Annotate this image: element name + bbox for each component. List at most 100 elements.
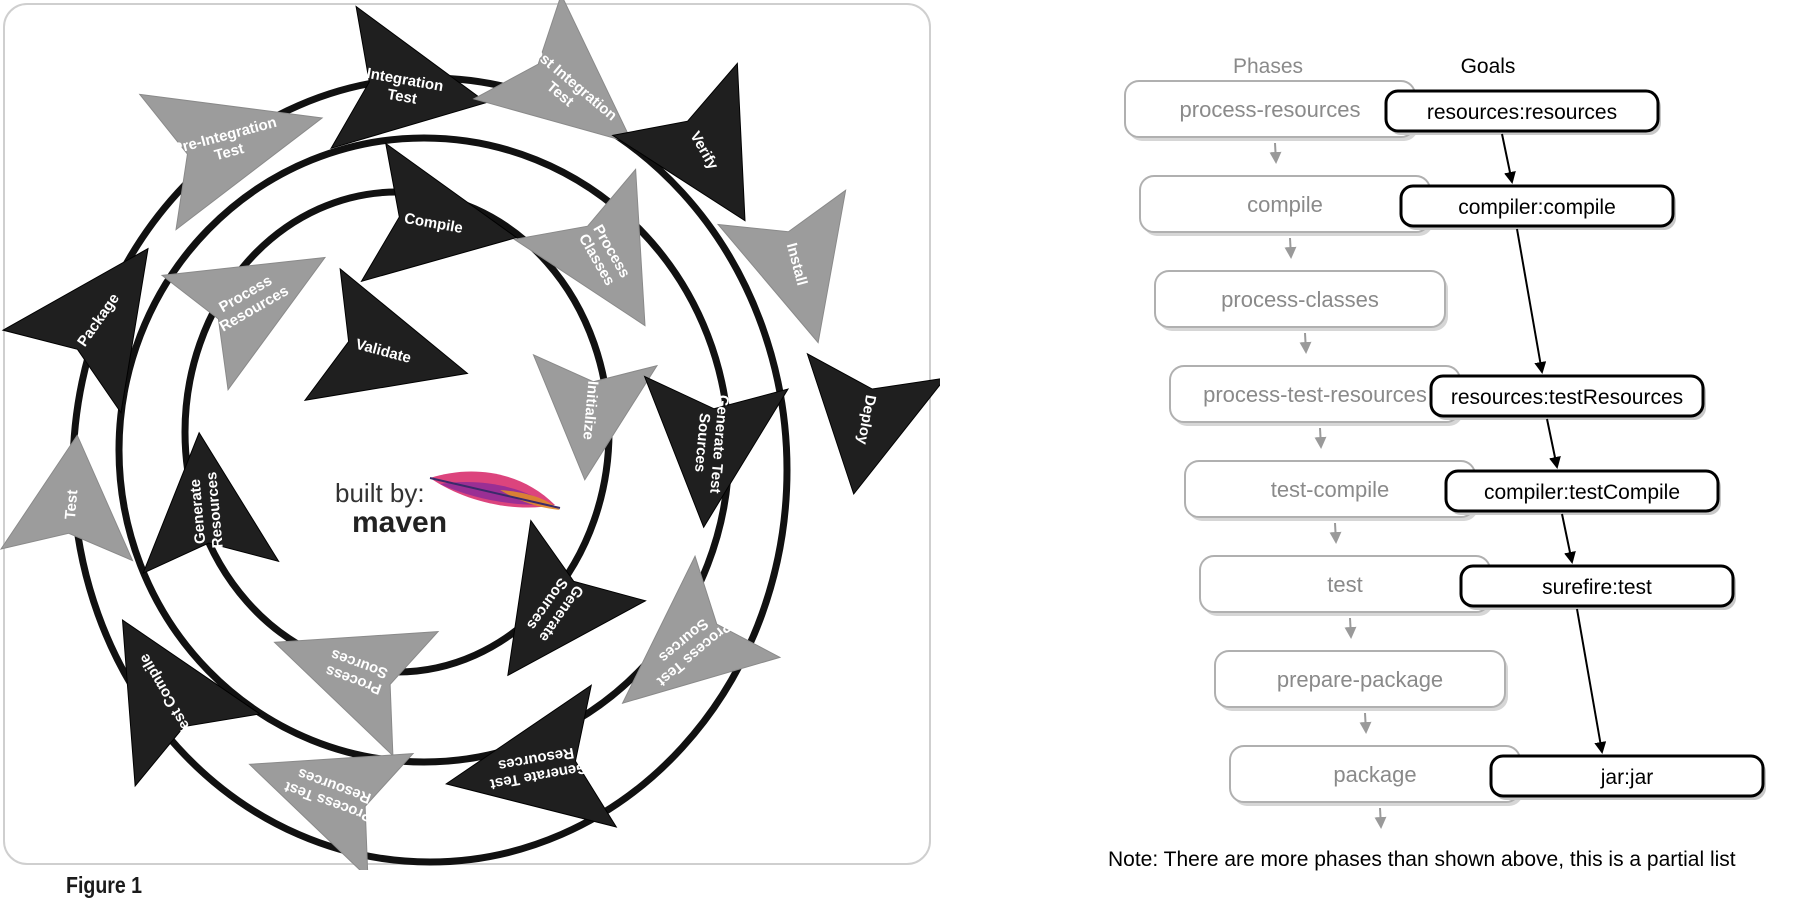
compile-arrow: Compile [360,142,518,283]
figure-caption: Figure 1 [66,872,143,898]
phase-flow-arrow [1299,332,1312,354]
compile-arrow-shape [360,142,518,283]
phase-flow-arrow [1284,237,1297,259]
package-arrow-shape [1,247,149,415]
install-arrow-shape [716,189,847,344]
verify-arrow-shape [611,62,746,222]
goal-box [1384,89,1660,133]
phase-box-shadow [1143,180,1433,236]
integration-test-arrow-shape [330,5,488,150]
test-arrow-shape [0,434,134,562]
goal-flow-arrow [1576,608,1607,754]
goal-label: compiler:testCompile [1484,481,1680,504]
maven-feather-logo [429,471,561,510]
phase-row: test surefire:test [1199,555,1736,639]
goal-label: resources:testResources [1451,386,1683,409]
phase-row: compile compiler:compile [1139,175,1676,259]
partial-list-note: Note: There are more phases than shown a… [1108,848,1736,871]
maven-wordmark: maven [352,506,447,539]
generate-resources-arrow-shape [142,431,280,575]
generate-resources-label: Resources [203,471,227,549]
process-test-resources-arrow-shape [248,753,415,870]
phase-row: process-resources resources:resources [1124,80,1661,164]
goal-flow-arrow [1516,228,1547,374]
phase-box-shadow [1158,275,1448,331]
package-arrow: Package [1,247,149,415]
generate-test-sources-label: Sources [691,412,713,472]
install-arrow: Install [716,189,847,344]
initialize-arrow-shape [532,353,659,481]
phase-label: test [1327,572,1362,597]
phase-row: package jar:jar [1229,745,1766,829]
process-resources-arrow-shape [160,256,327,391]
goal-box [1489,754,1765,798]
validate-arrow-shape [303,267,469,401]
goal-box-shadow [1494,760,1766,800]
phase-label: process-classes [1221,287,1379,312]
process-sources-arrow-shape [273,631,440,757]
goal-label: surefire:test [1542,576,1652,599]
goal-box-shadow [1449,475,1721,515]
phase-box-shadow [1128,85,1418,141]
goal-label: jar:jar [1600,766,1654,789]
phase-box [1229,745,1521,803]
goal-box-shadow [1434,380,1706,420]
goal-box [1429,374,1705,418]
test-label: Test [62,489,82,520]
goal-box [1459,564,1735,608]
test-arrow: Test [0,434,134,562]
pre-integration-test-arrow-shape [138,93,324,231]
phase-flow-arrow [1344,617,1357,639]
phase-box-shadow [1203,560,1493,616]
generate-test-sources-arrow-shape [643,375,790,529]
phase-flow-arrow [1329,522,1342,544]
phase-row: process-classes [1154,270,1448,354]
deploy-arrow: Deploy [806,352,940,496]
phase-label: test-compile [1271,477,1390,502]
post-integration-test-arrow-shape [472,0,634,144]
phase-flow-arrow [1314,427,1327,449]
phase-box [1214,650,1506,708]
phase-label: compile [1247,192,1323,217]
initialize-arrow: Initialize [532,353,659,481]
phase-row: test-compile compiler:testCompile [1184,460,1721,544]
phase-flow-arrow [1359,712,1372,734]
goal-label: resources:resources [1427,101,1617,124]
phases-header: Phases [1233,55,1303,78]
generate-sources-arrow-shape [507,519,647,677]
phase-label: process-resources [1180,97,1361,122]
phase-label: process-test-resources [1203,382,1427,407]
goal-flow-arrow [1546,418,1561,469]
phase-box [1139,175,1431,233]
phase-box-shadow [1233,750,1523,806]
phase-box-shadow [1188,465,1478,521]
integration-test-label: Test [386,86,418,108]
lifecycle-spiral-diagram: ValidateInitializeGenerateSourcesProcess… [0,0,940,870]
goal-box-shadow [1389,95,1661,135]
goal-label: compiler:compile [1458,196,1616,219]
goal-flow-arrow [1501,133,1516,184]
goals-header: Goals [1461,55,1516,78]
generate-resources-label: Generate [187,478,210,544]
goal-flow-arrow [1561,513,1576,564]
verify-arrow: Verify [611,62,746,222]
phase-label: prepare-package [1277,667,1443,692]
generate-test-resources-arrow-shape [445,684,618,828]
phase-label: package [1333,762,1416,787]
phase-row: prepare-package [1214,650,1508,734]
built-by-text: built by: [335,478,425,508]
phase-box [1154,270,1446,328]
phase-box-shadow [1173,370,1463,426]
phase-box [1184,460,1476,518]
goal-box [1444,469,1720,513]
